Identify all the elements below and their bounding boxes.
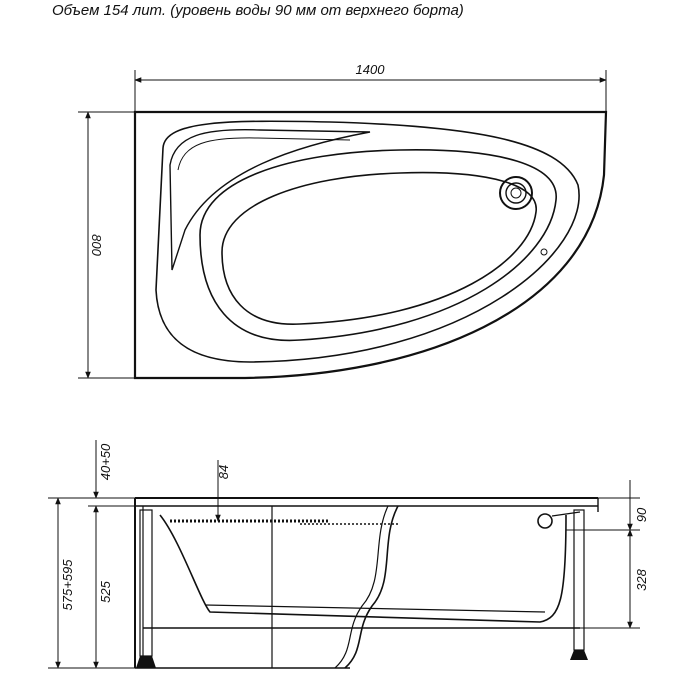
side-view: 84 40+50 575+595 525 90 328 [48, 440, 649, 669]
dim-water-label: 90 [634, 507, 649, 522]
side-right-leg [573, 509, 585, 651]
top-bowl-outer [199, 149, 557, 342]
dim-inner-label: 328 [634, 568, 649, 590]
top-inner-rim [155, 120, 580, 363]
side-right-foot [570, 650, 588, 660]
dim-rim-label: 40+50 [98, 443, 113, 480]
top-view: 1400 800 [78, 62, 608, 380]
side-overflow [537, 513, 553, 529]
drain-center [510, 187, 522, 199]
top-backrest [169, 128, 371, 271]
side-bowl [159, 514, 567, 623]
side-apron-curve-2 [334, 505, 389, 669]
diagram-title: Объем 154 лит. (уровень воды 90 мм от ве… [52, 2, 464, 19]
dim-seat-label: 84 [216, 465, 231, 479]
side-apron-curve [344, 505, 399, 669]
drain-outer [499, 176, 533, 210]
overflow-mark [540, 248, 548, 256]
dim-total-label: 575+595 [60, 559, 75, 611]
side-left-foot [136, 656, 156, 668]
side-bowl-bottom [204, 604, 546, 613]
top-backrest-inner [177, 137, 351, 171]
top-bowl-inner [221, 171, 537, 325]
top-outer-rim [133, 110, 608, 380]
dim-width-label: 1400 [356, 62, 386, 77]
dim-depth-label: 800 [89, 234, 104, 256]
dim-frame-label: 525 [98, 580, 113, 602]
side-left-leg [139, 509, 153, 657]
drain-inner [505, 182, 527, 204]
side-overflow-pipe [551, 511, 581, 517]
